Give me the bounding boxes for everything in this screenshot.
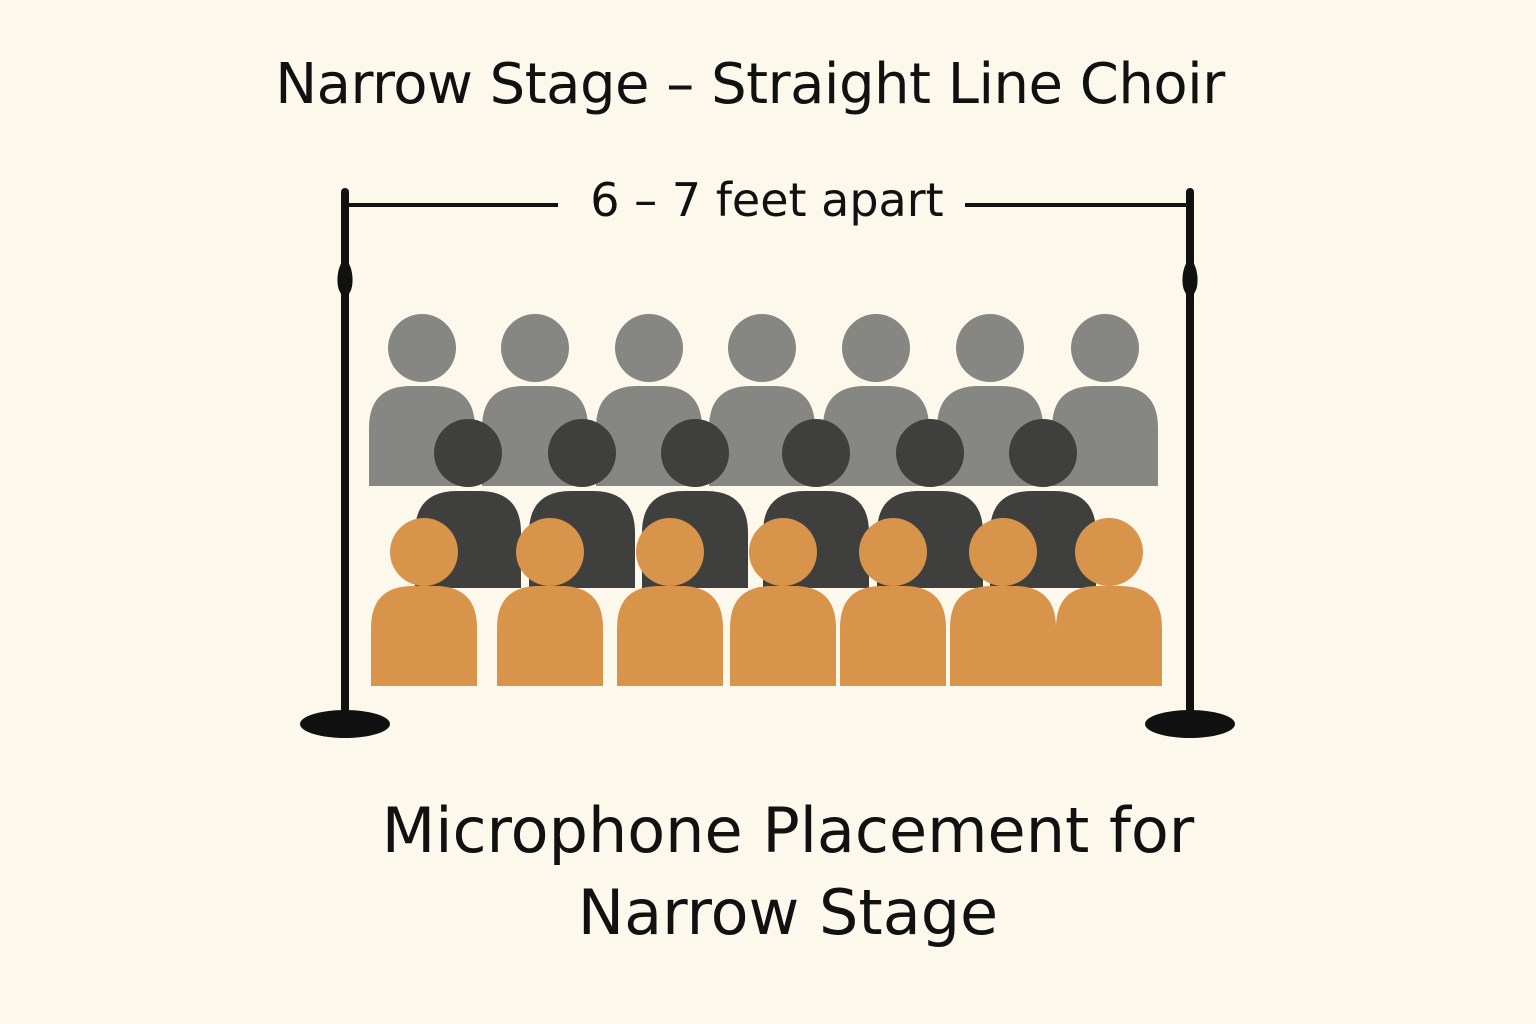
singer-icon (371, 518, 477, 686)
singer-head (782, 419, 850, 487)
singer-head (1075, 518, 1143, 586)
singer-head (390, 518, 458, 586)
spacing-label: 6 – 7 feet apart (590, 173, 943, 227)
singer-head (896, 419, 964, 487)
singer-body (1052, 386, 1158, 486)
singer-icon (497, 518, 603, 686)
singer-head (615, 314, 683, 382)
singer-body (371, 586, 477, 686)
singer-icon (840, 518, 946, 686)
microphone-icon (337, 258, 353, 302)
caption-line-2: Narrow Stage (577, 876, 999, 949)
singer-icon (617, 518, 723, 686)
singer-icon (1056, 518, 1162, 686)
singer-icon (730, 518, 836, 686)
singer-head (842, 314, 910, 382)
singer-head (1009, 419, 1077, 487)
singer-head (434, 419, 502, 487)
microphone-stand-right (1145, 188, 1235, 738)
microphone-stand-left (300, 188, 390, 738)
singer-head (388, 314, 456, 382)
singer-head (749, 518, 817, 586)
mic-stand-pole (341, 188, 349, 718)
singer-head (859, 518, 927, 586)
mic-stand-base (300, 710, 390, 738)
mic-stand-base (1145, 710, 1235, 738)
singer-head (501, 314, 569, 382)
singer-body (617, 586, 723, 686)
singer-head (969, 518, 1037, 586)
singer-head (516, 518, 584, 586)
singer-head (956, 314, 1024, 382)
singer-head (548, 419, 616, 487)
mic-stand-pole (1186, 188, 1194, 718)
singer-icon (950, 518, 1056, 686)
singer-icon (1052, 314, 1158, 486)
singer-body (730, 586, 836, 686)
singer-head (728, 314, 796, 382)
microphone-icon (1182, 258, 1198, 302)
choir-row-front (371, 518, 1162, 686)
singer-head (661, 419, 729, 487)
singer-body (950, 586, 1056, 686)
singer-head (1071, 314, 1139, 382)
diagram-title: Narrow Stage – Straight Line Choir (275, 52, 1225, 117)
diagram-caption: Microphone Placement for Narrow Stage (0, 790, 1536, 954)
singer-head (636, 518, 704, 586)
spacing-dimension: 6 – 7 feet apart (345, 173, 1190, 227)
singer-body (840, 586, 946, 686)
caption-line-1: Microphone Placement for (381, 794, 1195, 867)
singer-body (1056, 586, 1162, 686)
singer-body (497, 586, 603, 686)
